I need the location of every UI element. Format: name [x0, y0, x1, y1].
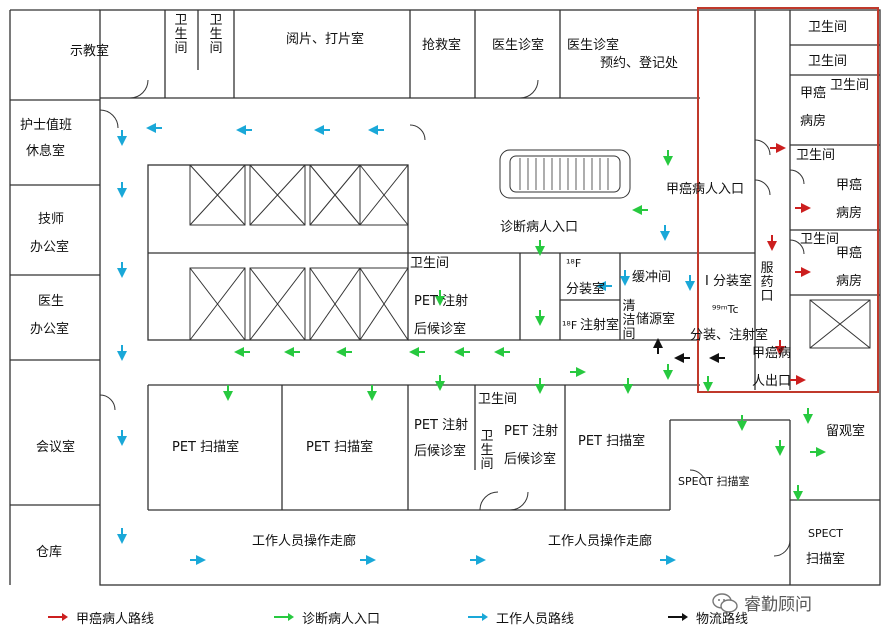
brand-watermark: 睿勤顾问: [712, 590, 812, 615]
room-wc-1: 卫生间: [174, 13, 188, 56]
label-thyroid-exit-1: 甲癌病: [752, 346, 792, 361]
green-arrow-icon: [274, 613, 294, 621]
room-injection: 注射室: [580, 318, 620, 333]
label-diagnosis-entrance: 诊断病人入口: [500, 220, 579, 235]
room-thyroid-ward-b-2: 病房: [836, 206, 863, 221]
room-rescue: 抢救室: [422, 38, 462, 53]
room-film-print: 阅片、打片室: [286, 32, 365, 47]
tag-tc: ⁹⁹ᵐTc: [712, 303, 739, 316]
escalator-icon: [499, 149, 631, 199]
room-spect-scan-1: SPECT 扫描室: [678, 475, 750, 488]
room-pet-waiting-2a: PET 注射: [414, 418, 469, 433]
room-storage-source: 储源室: [636, 312, 676, 327]
room-right-wc-1: 卫生间: [808, 20, 848, 35]
legend-label: 甲癌病人路线: [76, 611, 155, 627]
legend-diagnosis-route: 诊断病人入口: [272, 607, 380, 627]
red-arrow-icon: [48, 613, 68, 621]
room-pet-wc-3: 卫生间: [480, 429, 494, 472]
door-arcs: [99, 79, 805, 557]
shaft-boxes: [189, 164, 871, 349]
room-thyroid-ward-c-2: 病房: [836, 274, 863, 289]
room-tech-office-2: 办公室: [30, 240, 70, 255]
tag-f18-2: ¹⁸F: [562, 319, 578, 332]
room-pet-scan-1: PET 扫描室: [172, 440, 240, 455]
brand-name: 睿勤顾问: [744, 595, 812, 615]
label-thyroid-entrance: 甲癌病人入口: [666, 182, 745, 197]
room-doctor-office-1: 医生: [38, 294, 65, 309]
room-thyroid-ward-a-2: 病房: [800, 114, 827, 129]
room-pack-inject: 分装、注射室: [690, 328, 769, 343]
legend-staff-route: 工作人员路线: [466, 607, 574, 627]
room-right-wc-5: 卫生间: [800, 232, 840, 247]
room-right-wc-4: 卫生间: [796, 148, 836, 163]
room-right-wc-3: 卫生间: [830, 78, 870, 93]
room-pet-waiting-1b: 后候诊室: [414, 322, 467, 337]
room-buffer: 缓冲间: [632, 270, 672, 285]
room-pet-scan-3: PET 扫描室: [578, 434, 646, 449]
label-thyroid-exit-2: 人出口: [752, 374, 792, 389]
tag-f18: ¹⁸F: [566, 257, 582, 270]
room-pet-scan-2: PET 扫描室: [306, 440, 374, 455]
room-doctor-office-2: 办公室: [30, 322, 70, 337]
legend-label: 诊断病人入口: [302, 611, 381, 627]
room-thyroid-ward-c-1: 甲癌: [836, 246, 863, 261]
legend-label: 物流路线: [696, 611, 749, 627]
room-observation: 留观室: [826, 424, 866, 439]
legend-logistics-route: 物流路线: [666, 607, 748, 627]
room-thyroid-ward-a-1: 甲癌: [800, 86, 827, 101]
room-thyroid-ward-b-1: 甲癌: [836, 178, 863, 193]
highlight-box: [697, 7, 879, 393]
black-arrow-icon: [668, 613, 688, 621]
corridor-1: 工作人员操作走廊: [252, 534, 357, 549]
room-doctor-1: 医生诊室: [492, 38, 545, 53]
corridor-2: 工作人员操作走廊: [548, 534, 653, 549]
room-booking: 预约、登记处: [600, 56, 679, 71]
room-pet-wc: 卫生间: [410, 256, 450, 271]
legend-label: 工作人员路线: [496, 611, 575, 627]
room-i131-pack: I 分装室: [705, 274, 752, 289]
room-pet-waiting-2b: 后候诊室: [414, 444, 467, 459]
room-pet-waiting-1a: PET 注射: [414, 294, 469, 309]
room-clean: 清洁间: [622, 299, 636, 342]
room-teaching: 示教室: [70, 44, 110, 59]
room-nurse-duty: 护士值班: [20, 118, 73, 133]
room-spect-scan-2b: 扫描室: [806, 552, 846, 567]
room-pet-waiting-3b: 后候诊室: [504, 452, 557, 467]
room-doctor-2: 医生诊室: [567, 38, 620, 53]
room-nurse-rest: 休息室: [26, 144, 66, 159]
diagnosis-route-arrows: [223, 150, 826, 501]
room-medicine: 服药口: [760, 261, 774, 304]
room-meeting: 会议室: [36, 440, 76, 455]
room-wc-2: 卫生间: [209, 13, 223, 56]
room-storage: 仓库: [36, 545, 63, 560]
staff-route-arrows: [117, 123, 695, 565]
blue-arrow-icon: [468, 613, 488, 621]
logistics-route-arrows: [653, 338, 725, 363]
cancer-route-arrows: [767, 143, 811, 385]
walls: [9, 9, 881, 586]
legend-cancer-route: 甲癌病人路线: [46, 607, 154, 627]
room-sub-pack: 分装室: [566, 282, 606, 297]
wechat-icon: [712, 592, 738, 613]
room-tech-office-1: 技师: [38, 212, 65, 227]
room-spect-scan-2a: SPECT: [808, 527, 843, 540]
room-pet-wc-2: 卫生间: [478, 392, 518, 407]
room-right-wc-2: 卫生间: [808, 54, 848, 69]
room-pet-waiting-3a: PET 注射: [504, 424, 559, 439]
